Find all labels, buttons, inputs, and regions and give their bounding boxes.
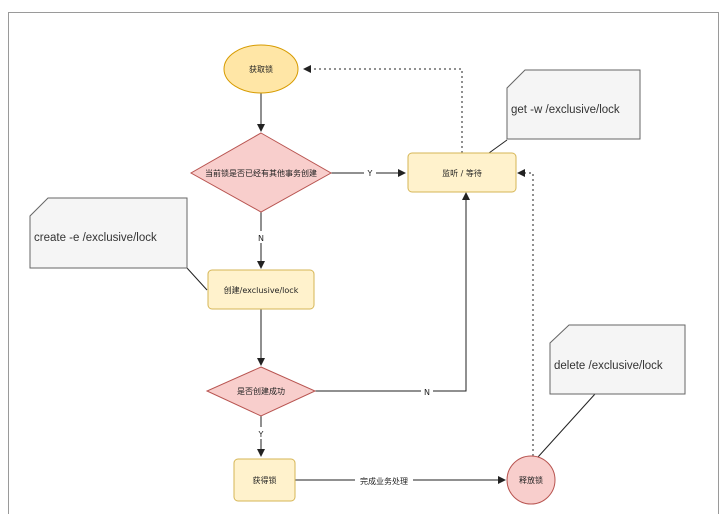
node-got-lock[interactable]: 获得锁 [233, 458, 296, 502]
note-create-command: create -e /exclusive/lock [29, 197, 188, 269]
edge-release-to-watch-dashed [517, 169, 534, 456]
svg-text:获得锁: 获得锁 [253, 475, 277, 485]
edge-label-yes-watch: Y [367, 169, 373, 178]
edge-watch-to-acquire-dashed [303, 65, 463, 153]
edge-label-no-create: N [258, 234, 264, 243]
node-create-lock[interactable]: 创建/exclusive/lock [207, 269, 315, 310]
connector-watch-note [488, 139, 508, 154]
note-delete-command: delete /exclusive/lock [549, 324, 686, 395]
edge-success-to-watch [315, 192, 470, 392]
svg-text:当前锁是否已经有其他事务创建: 当前锁是否已经有其他事务创建 [205, 168, 317, 178]
svg-text:创建/exclusive/lock: 创建/exclusive/lock [224, 285, 299, 295]
svg-text:是否创建成功: 是否创建成功 [237, 386, 285, 396]
connector-create-note [186, 267, 208, 291]
node-release-lock[interactable]: 释放锁 [506, 455, 556, 505]
connector-release-note [537, 393, 596, 458]
canvas-border [8, 12, 719, 514]
svg-text:delete /exclusive/lock: delete /exclusive/lock [554, 360, 663, 372]
node-create-success[interactable]: 是否创建成功 [205, 366, 317, 417]
svg-text:get -w /exclusive/lock: get -w /exclusive/lock [511, 104, 620, 116]
svg-text:监听 / 等待: 监听 / 等待 [442, 168, 482, 178]
svg-text:获取锁: 获取锁 [249, 64, 273, 74]
node-check-other-transaction[interactable]: 当前锁是否已经有其他事务创建 [189, 132, 333, 213]
note-get-command: get -w /exclusive/lock [506, 69, 641, 140]
node-acquire-lock[interactable]: 获取锁 [223, 44, 299, 94]
svg-text:create -e /exclusive/lock: create -e /exclusive/lock [34, 232, 157, 244]
node-watch-wait[interactable]: 监听 / 等待 [407, 152, 517, 193]
edge-label-yes-got: Y [258, 430, 264, 439]
svg-text:释放锁: 释放锁 [519, 475, 543, 485]
edge-label-finish-business: 完成业务处理 [360, 476, 408, 486]
edge-label-no-watch: N [424, 388, 430, 397]
